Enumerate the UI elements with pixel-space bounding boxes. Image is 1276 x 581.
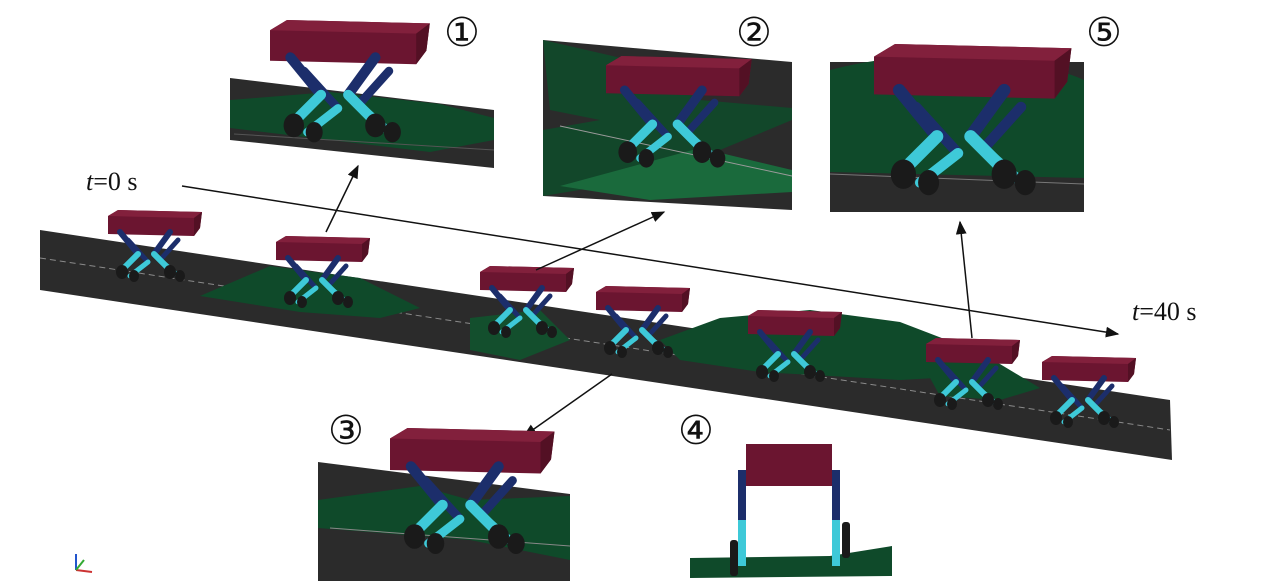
inset-4-number: ④	[678, 408, 714, 454]
inset-4: ④	[678, 408, 892, 578]
callout-arrow-2	[535, 211, 666, 271]
inset-2: ②	[543, 10, 793, 210]
callout-arrow-1	[325, 164, 359, 233]
time-start-label: t=0 s	[86, 167, 138, 196]
inset-2-number: ②	[736, 10, 772, 56]
callout-arrows	[325, 164, 973, 437]
inset-5-number: ⑤	[1086, 10, 1122, 56]
callout-arrow-3	[522, 373, 613, 437]
terrain-hill-3	[660, 310, 990, 380]
coordinate-axes-icon	[75, 554, 93, 573]
inset-3: ③	[318, 408, 571, 581]
inset-3-number: ③	[328, 408, 364, 454]
callout-arrow-5	[955, 220, 973, 339]
time-end-label: t=40 s	[1132, 297, 1197, 326]
inset-1: ①	[230, 10, 495, 168]
time-arrow: t=0 s t=40 s	[86, 167, 1197, 338]
front-body	[746, 444, 832, 486]
inset-5: ⑤	[829, 10, 1122, 212]
inset-1-number: ①	[444, 10, 480, 56]
